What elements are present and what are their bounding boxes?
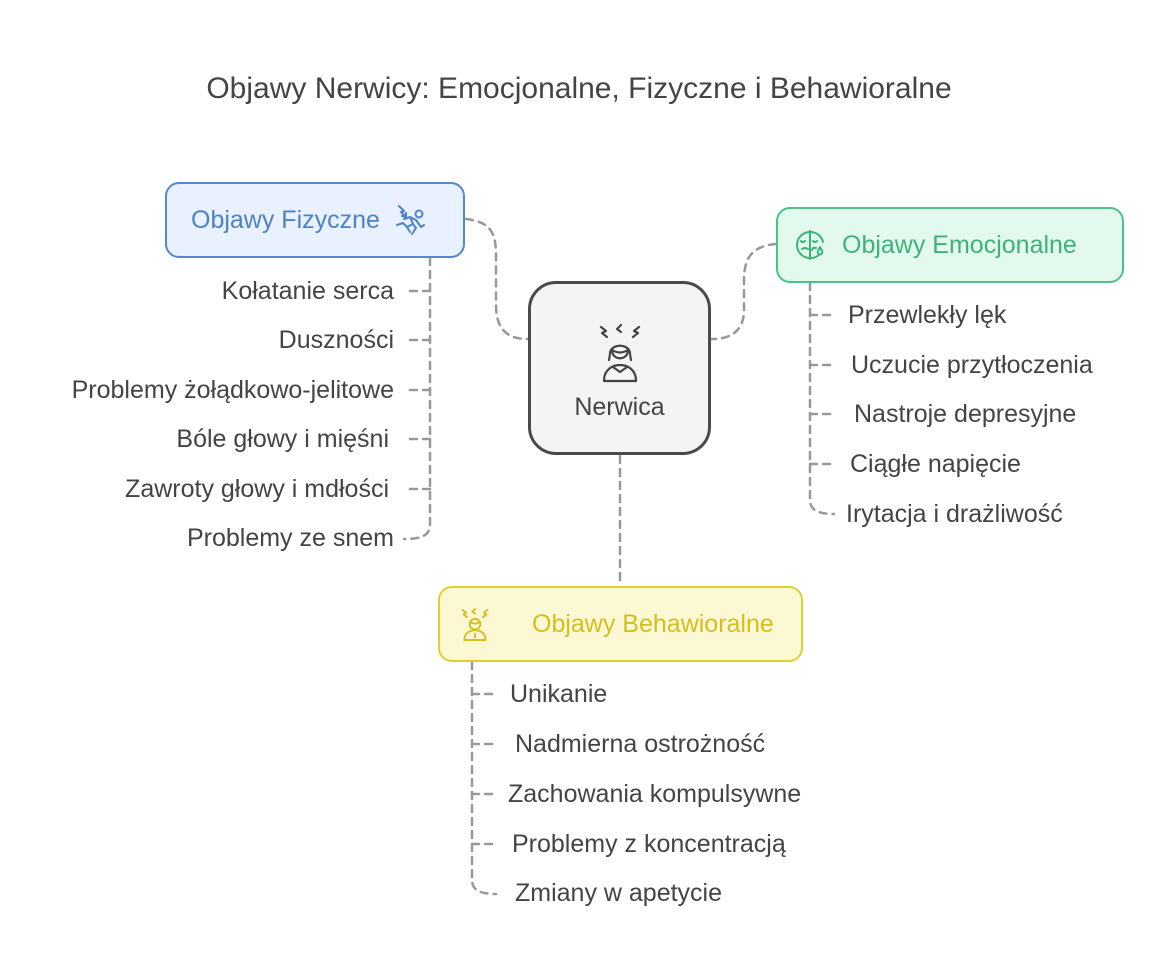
stressed-person-icon (460, 607, 494, 641)
node-center-label: Nerwica (574, 392, 665, 421)
physical-item: Problemy ze snem (186, 524, 394, 552)
emotional-item: Ciągłe napięcie (850, 450, 1021, 478)
behavioral-item: Problemy z koncentracją (512, 830, 786, 858)
node-physical-symptoms[interactable]: Objawy Fizyczne (165, 182, 465, 258)
stressed-person-icon (595, 323, 645, 385)
physical-item: Kołatanie serca (221, 277, 394, 305)
emotional-item: Przewlekły lęk (848, 301, 1007, 329)
physical-item: Bóle głowy i mięśni (176, 425, 389, 453)
behavioral-item: Zachowania kompulsywne (508, 780, 802, 808)
emotional-item: Uczucie przytłoczenia (851, 351, 1093, 379)
emotional-item: Irytacja i drażliwość (846, 500, 1063, 528)
node-behavioral-label: Objawy Behawioralne (532, 609, 774, 638)
physical-item: Zawroty głowy i mdłości (125, 475, 389, 503)
falling-person-lightning-icon (394, 203, 428, 237)
node-emotional-symptoms[interactable]: Objawy Emocjonalne (776, 207, 1124, 283)
node-emotional-label: Objawy Emocjonalne (842, 230, 1077, 259)
diagram-title: Objawy Nerwicy: Emocjonalne, Fizyczne i … (206, 72, 952, 105)
sad-happy-face-icon (794, 228, 828, 262)
node-physical-label: Objawy Fizyczne (191, 205, 380, 234)
behavioral-item: Unikanie (510, 680, 608, 708)
behavioral-item: Zmiany w apetycie (515, 879, 723, 907)
physical-item: Problemy żołądkowo-jelitowe (71, 376, 394, 404)
physical-item: Duszności (278, 326, 394, 354)
node-behavioral-symptoms[interactable]: Objawy Behawioralne (438, 586, 803, 662)
behavioral-item: Nadmierna ostrożność (515, 730, 766, 758)
emotional-item: Nastroje depresyjne (854, 400, 1077, 428)
node-center-neurosis[interactable]: Nerwica (528, 281, 711, 455)
